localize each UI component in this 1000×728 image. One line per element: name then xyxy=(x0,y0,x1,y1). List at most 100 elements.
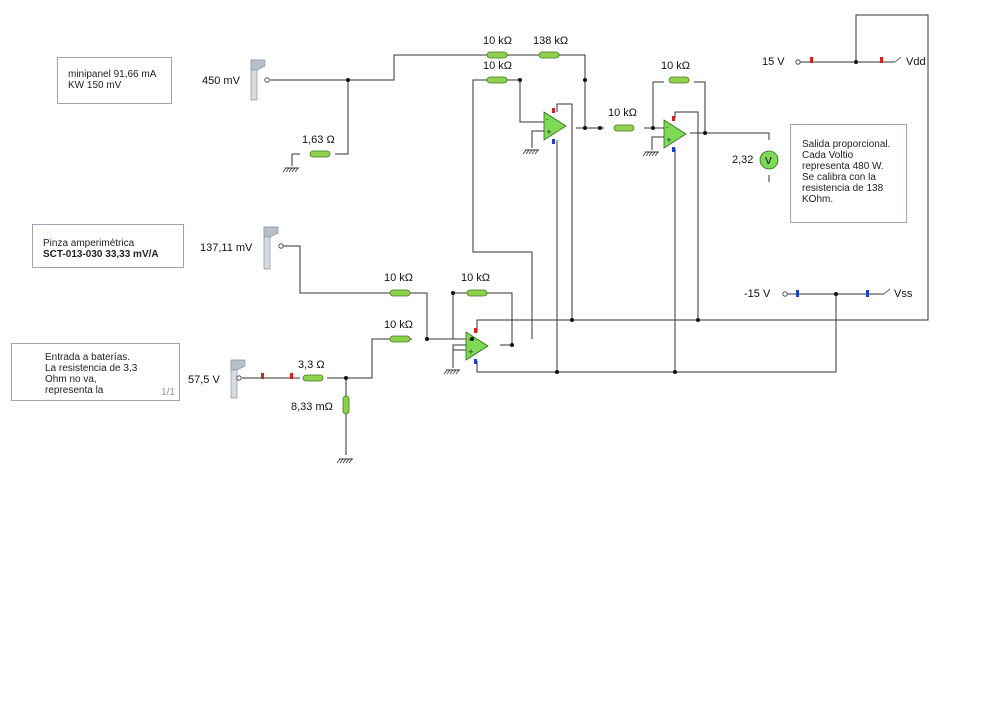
note-line: Pinza amperimétrica xyxy=(43,238,135,249)
wire xyxy=(705,132,770,140)
wire xyxy=(327,338,412,379)
note-line: resistencia de 138 xyxy=(802,183,884,194)
resistor-label: 10 kΩ xyxy=(384,319,414,331)
junction-dot xyxy=(555,370,559,374)
wire xyxy=(644,81,664,129)
terminal xyxy=(782,291,788,297)
vss-value-label: -15 V xyxy=(744,288,771,300)
probe-137mv-head xyxy=(263,226,279,238)
vss-label: Vss xyxy=(894,288,913,300)
note-line: minipanel 91,66 mA xyxy=(68,69,157,80)
wire xyxy=(270,54,586,81)
opamp-plus-sign: + xyxy=(666,136,672,144)
resistor-label: 10 kΩ xyxy=(483,60,513,72)
opamp xyxy=(543,111,567,141)
note-salida[interactable]: Salida proporcional. Cada Voltio represe… xyxy=(790,124,907,223)
ground-hatch xyxy=(531,149,536,155)
resistor xyxy=(486,51,508,59)
wire xyxy=(283,245,466,340)
source-450mv-label: 450 mV xyxy=(202,75,240,87)
grounds xyxy=(282,149,659,464)
ground-hatch xyxy=(336,458,341,464)
resistor-label: 10 kΩ xyxy=(461,272,491,284)
wire xyxy=(476,14,929,332)
ground-hatch xyxy=(446,369,451,375)
ground-hatch xyxy=(642,151,647,157)
resistor-label: 8,33 mΩ xyxy=(291,401,333,413)
terminal xyxy=(795,59,801,65)
ground-hatch xyxy=(522,149,527,155)
resistor xyxy=(613,124,635,132)
note-line: Salida proporcional. xyxy=(802,139,891,150)
vdd-value-label: 15 V xyxy=(762,56,785,68)
ground-hatch xyxy=(282,167,287,173)
ground-hatch xyxy=(452,369,457,375)
ground-hatch xyxy=(342,458,347,464)
ground-hatch xyxy=(651,151,656,157)
junction-dot xyxy=(570,318,574,322)
source-marker xyxy=(261,373,264,379)
resistor-label: 138 kΩ xyxy=(533,35,569,47)
vss-marker xyxy=(866,290,869,297)
resistor xyxy=(309,150,331,158)
supply-positive-tick xyxy=(672,116,675,121)
wire xyxy=(576,80,586,129)
note-minipanel[interactable]: minipanel 91,66 mA KW 150 mV xyxy=(57,57,172,104)
ground-hatch xyxy=(525,149,530,155)
opamp-minus-sign: - xyxy=(546,116,549,124)
note-line: KOhm. xyxy=(802,194,834,205)
supply-negative-tick xyxy=(474,359,477,364)
wire xyxy=(674,111,699,320)
junction-dot xyxy=(518,78,522,82)
opamp-plus-sign: + xyxy=(546,128,552,136)
note-pinza[interactable]: Pinza amperimétrica SCT-013-030 33,33 mV… xyxy=(32,224,184,268)
page-indicator: 1/1 xyxy=(161,387,175,398)
junction-dot xyxy=(651,126,655,130)
ground-hatch xyxy=(291,167,296,173)
junction-dot xyxy=(451,291,455,295)
junction-dot xyxy=(598,126,602,130)
ground-hatch xyxy=(339,458,344,464)
wire xyxy=(452,344,466,368)
resistor xyxy=(342,395,350,415)
note-line: Entrada a baterías. xyxy=(45,352,131,363)
note-line: Cada Voltio xyxy=(802,150,854,161)
resistor-label: 3,3 Ω xyxy=(298,359,325,371)
voltmeter-reading: 2,32 xyxy=(732,154,754,166)
vdd-marker xyxy=(880,57,883,63)
source-marker xyxy=(290,373,293,379)
resistor-label: 10 kΩ xyxy=(661,60,691,72)
supply-positive-tick xyxy=(552,108,555,113)
ground-hatch xyxy=(345,458,350,464)
resistor xyxy=(668,76,690,84)
terminal xyxy=(236,375,242,381)
opamp xyxy=(663,119,687,149)
source-137mv-label: 137,11 mV xyxy=(200,242,253,254)
ground-hatch xyxy=(645,151,650,157)
junction-dot xyxy=(583,126,587,130)
vdd-marker xyxy=(810,57,813,63)
note-line: KW 150 mV xyxy=(68,80,122,91)
resistor-layer xyxy=(302,51,690,415)
ground-hatch xyxy=(455,369,460,375)
wire xyxy=(651,136,664,150)
ground-hatch xyxy=(654,151,659,157)
junction-dot xyxy=(510,343,514,347)
source-57v-label: 57,5 V xyxy=(188,374,220,386)
probe-57v-head xyxy=(230,359,246,371)
supply-negative-tick xyxy=(672,147,675,152)
ground-hatch xyxy=(294,167,299,173)
opamp-minus-sign: - xyxy=(468,336,471,344)
vdd-label: Vdd xyxy=(906,56,926,68)
junction-dot xyxy=(470,337,474,341)
resistor xyxy=(486,76,508,84)
wire xyxy=(335,80,349,155)
note-entrada[interactable]: Entrada a baterías. La resistencia de 3,… xyxy=(11,343,180,401)
junction-dot xyxy=(425,337,429,341)
junctions xyxy=(344,60,858,380)
wire xyxy=(476,294,837,373)
voltmeter-symbol: V xyxy=(765,156,772,167)
ground-hatch xyxy=(449,369,454,375)
resistor-label: 1,63 Ω xyxy=(302,134,335,146)
opamp-plus-sign: + xyxy=(468,348,474,356)
